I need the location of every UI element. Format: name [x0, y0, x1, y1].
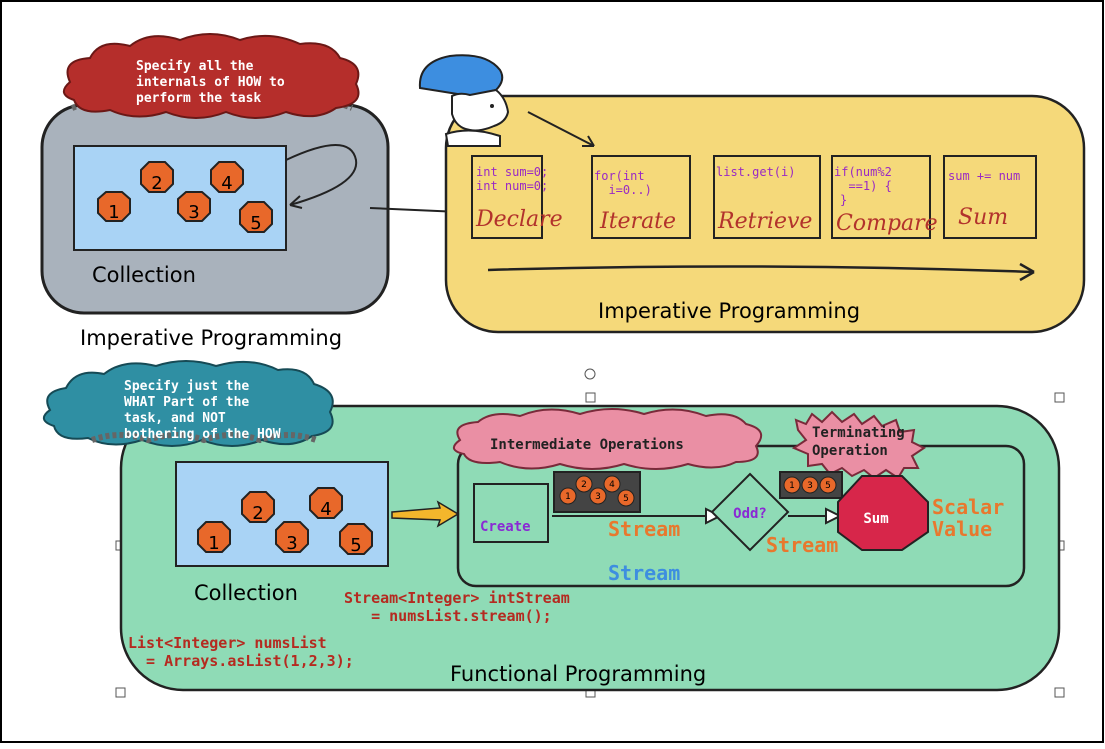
mini-1-2: 2	[581, 480, 587, 490]
how-cloud-line-2: internals of HOW to	[136, 75, 285, 90]
step-declare-code-2: int num=0;	[476, 179, 548, 193]
step-compare-code-2: ==1) {	[834, 179, 892, 193]
f-hex-3: 3	[275, 521, 309, 554]
hex-5-label: 5	[250, 213, 261, 234]
mini-1-3: 3	[595, 492, 601, 502]
f-hex-5-label: 5	[350, 535, 361, 556]
hex-2-label: 2	[151, 173, 162, 194]
imperative-caption: Imperative Programming	[80, 326, 342, 350]
stream-label-3: Stream	[608, 561, 680, 585]
f-hex-3-label: 3	[286, 533, 297, 554]
f-hex-4: 4	[309, 487, 343, 520]
step-declare: int sum=0; int num=0; Declare	[471, 155, 563, 239]
step-sum: sum += num Sum	[943, 155, 1037, 239]
step-compare-code-1: if(num%2	[834, 165, 892, 179]
create-box	[473, 483, 549, 543]
hex-3: 3	[177, 191, 211, 223]
step-retrieve: list.get(i) Retrieve	[713, 155, 821, 239]
character-avatar	[418, 54, 510, 147]
f-hex-2: 2	[241, 491, 275, 524]
odd-diamond	[710, 472, 790, 552]
mini-1-4: 4	[609, 480, 615, 490]
what-rope	[90, 432, 318, 444]
loop-arrow	[285, 144, 358, 206]
terminating-label-1: Terminating	[812, 425, 905, 441]
how-cloud-line-3: perform the task	[136, 91, 261, 106]
step-sum-code-1: sum += num	[948, 169, 1020, 183]
odd-label: Odd?	[733, 506, 767, 522]
step-compare-label: Compare	[836, 211, 938, 236]
terminating-cloud	[791, 410, 926, 480]
stream-source-arrow	[391, 500, 460, 528]
what-cloud-line-4: bothering of the HOW	[124, 427, 281, 442]
list-code-line-1: List<Integer> numsList	[128, 634, 327, 652]
f-hex-5: 5	[339, 523, 373, 556]
hex-3-label: 3	[188, 202, 199, 223]
step-retrieve-code-1: list.get(i)	[716, 165, 795, 179]
scalar-label-2: Value	[932, 517, 992, 541]
hex-1: 1	[97, 191, 131, 223]
stream-code-line-1: Stream<Integer> intStream	[344, 589, 570, 607]
what-cloud-line-3: task, and NOT	[124, 411, 226, 426]
step-iterate-code-2: i=0..)	[594, 183, 652, 197]
hex-5: 5	[239, 201, 273, 234]
what-cloud	[43, 360, 334, 447]
mini-1-1: 1	[565, 492, 571, 502]
scalar-label-1: Scalar	[932, 495, 1004, 519]
sum-label: Sum	[863, 511, 888, 527]
imperative-collection-label: Collection	[92, 263, 196, 287]
intermediate-cloud	[453, 408, 763, 470]
how-cloud	[63, 33, 360, 119]
stream-label-1: Stream	[608, 517, 680, 541]
hex-2: 2	[140, 161, 174, 194]
flow-arrowhead	[1019, 262, 1035, 282]
create-label: Create	[480, 519, 531, 535]
step-declare-label: Declare	[475, 207, 563, 232]
what-cloud-line-1: Specify just the	[124, 379, 249, 394]
character-arrowhead	[582, 135, 595, 147]
what-cloud-line-2: WHAT Part of the	[124, 395, 249, 410]
imperative-panel-caption: Imperative Programming	[598, 299, 860, 323]
step-iterate-label: Iterate	[599, 209, 676, 234]
step-compare: if(num%2 ==1) { } Compare	[831, 155, 938, 239]
list-code-line-2: = Arrays.asList(1,2,3);	[128, 652, 354, 670]
step-sum-label: Sum	[958, 205, 1008, 230]
to-sum-arrowhead	[825, 507, 843, 525]
step-compare-code-3: }	[840, 193, 847, 207]
mini-2-1: 1	[789, 481, 795, 491]
flow-arrow	[487, 265, 1035, 274]
hex-1-label: 1	[108, 202, 119, 223]
intermediate-label: Intermediate Operations	[490, 437, 684, 453]
functional-caption: Functional Programming	[450, 662, 706, 686]
step-iterate: for(int i=0..) Iterate	[591, 155, 691, 239]
loop-arrowhead	[289, 195, 303, 209]
stream-label-2: Stream	[766, 533, 838, 557]
f-hex-1-label: 1	[208, 533, 219, 554]
step-retrieve-label: Retrieve	[717, 209, 812, 234]
stream-code-line-2: = numsList.stream();	[344, 607, 552, 625]
functional-collection-label: Collection	[194, 581, 298, 605]
hex-4-label: 4	[221, 173, 232, 194]
mini-stream-2-items: 1 3 5	[783, 476, 837, 494]
f-hex-4-label: 4	[320, 499, 331, 520]
f-hex-1: 1	[197, 521, 231, 554]
character-arrow	[527, 111, 595, 147]
mini-stream-1-items: 1 2 3 4 5	[559, 475, 635, 507]
mini-2-2: 3	[807, 481, 813, 491]
how-cloud-line-1: Specify all the	[136, 59, 254, 74]
hex-4: 4	[210, 161, 244, 194]
sum-octagon	[837, 475, 929, 551]
f-hex-2-label: 2	[252, 503, 263, 524]
step-declare-code-1: int sum=0;	[476, 165, 548, 179]
mini-1-5: 5	[623, 494, 629, 504]
mini-2-3: 5	[825, 481, 831, 491]
terminating-label-2: Operation	[812, 443, 888, 459]
step-iterate-code-1: for(int	[594, 169, 645, 183]
